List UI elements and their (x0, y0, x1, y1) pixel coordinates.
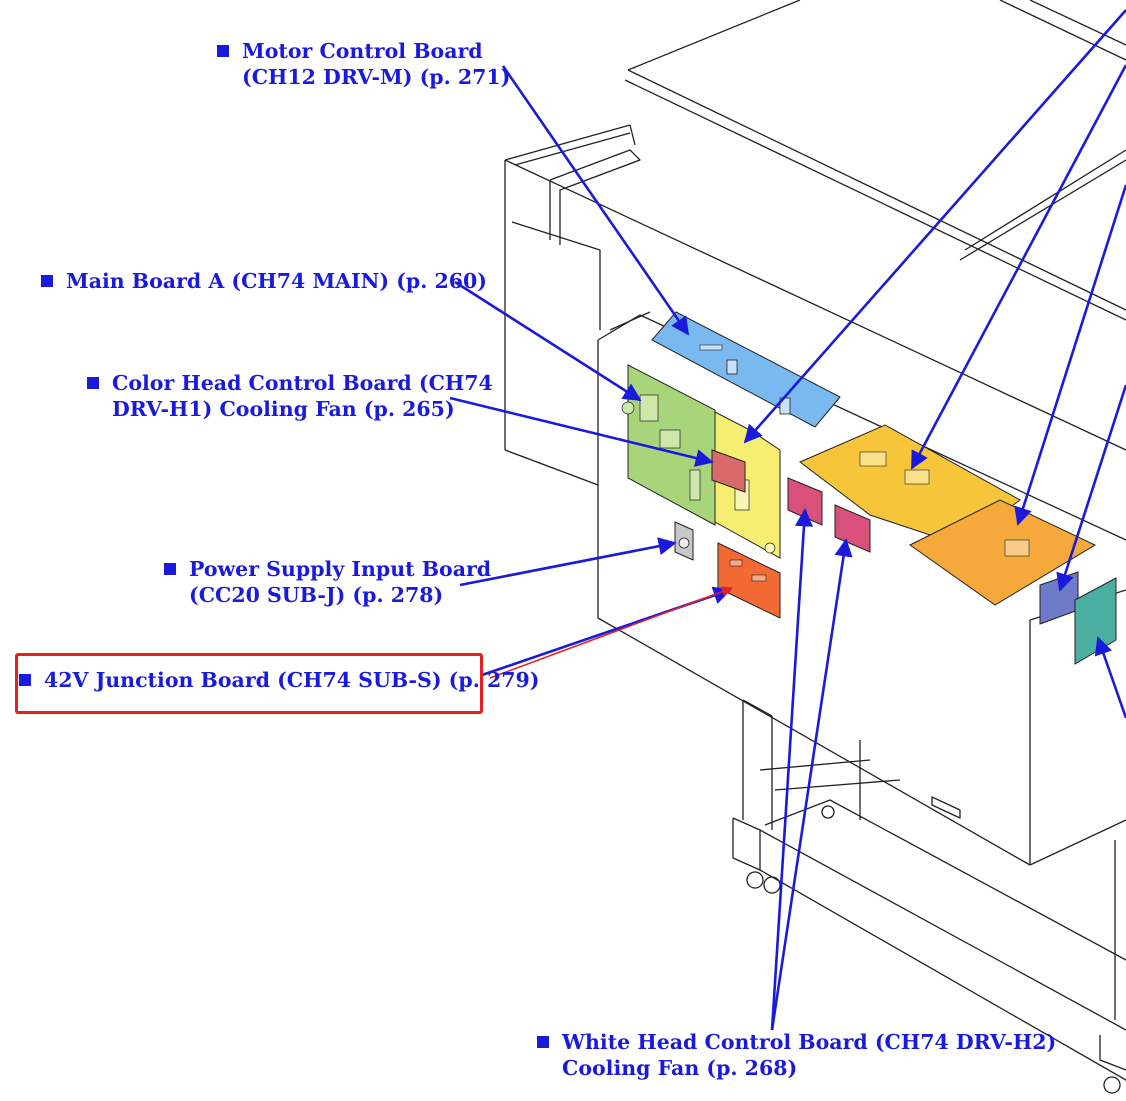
callout-line: White Head Control Board (CH74 DRV-H2) (562, 1030, 1057, 1054)
blue-module-part (1039, 571, 1079, 625)
callout-line: Color Head Control Board (CH74 (112, 371, 493, 395)
callout-white-head-cooling-fan[interactable]: White Head Control Board (CH74 DRV-H2) C… (537, 1029, 1056, 1081)
callout-line: Cooling Fan (p. 268) (562, 1056, 798, 1080)
main-board-a-part (621, 364, 716, 526)
bullet-square-icon (164, 563, 176, 575)
callout-power-supply-input-board[interactable]: Power Supply Input Board (CC20 SUB-J) (p… (164, 556, 491, 608)
callout-line: (CH12 DRV-M) (p. 271) (242, 65, 511, 89)
leader-lower-right (1094, 636, 1126, 719)
callout-motor-control-board[interactable]: Motor Control Board (CH12 DRV-M) (p. 271… (217, 38, 510, 90)
42v-junction-board-part (717, 542, 781, 619)
leader-power-supply (459, 537, 677, 587)
leader-lines (449, 9, 1126, 1031)
bullet-square-icon (537, 1036, 549, 1048)
callout-line: DRV-H1) Cooling Fan (p. 265) (112, 397, 455, 421)
leader-upper-3 (1014, 184, 1126, 526)
leader-white-head-fan-2 (770, 538, 853, 1031)
bullet-square-icon (19, 674, 31, 686)
leader-upper-4 (1056, 384, 1126, 592)
callout-main-board-a[interactable]: Main Board A (CH74 MAIN) (p. 260) (41, 268, 487, 294)
callout-color-head-cooling-fan[interactable]: Color Head Control Board (CH74 DRV-H1) C… (87, 370, 493, 422)
leader-white-head-fan-1 (770, 508, 814, 1031)
bullet-square-icon (41, 275, 53, 287)
callout-line: (CC20 SUB-J) (p. 278) (189, 583, 444, 607)
callout-line: Motor Control Board (242, 39, 483, 63)
callout-line: 42V Junction Board (CH74 SUB-S) (p. 279) (44, 668, 540, 692)
callout-42v-junction-board[interactable]: 42V Junction Board (CH74 SUB-S) (p. 279) (19, 667, 539, 693)
bullet-square-icon (87, 377, 99, 389)
leader-motor-control (501, 65, 690, 336)
callout-line: Power Supply Input Board (189, 557, 492, 581)
callout-line: Main Board A (CH74 MAIN) (p. 260) (66, 269, 488, 293)
white-head-control-board-part (799, 424, 1021, 546)
teal-board-part (1074, 577, 1117, 665)
printer-housing (504, 0, 1126, 1094)
highlight-box-42v-junction (15, 653, 483, 714)
motor-control-board-part (651, 311, 841, 428)
leader-junction-42v-red (489, 586, 734, 679)
power-supply-input-board-part (674, 521, 694, 561)
leader-color-head-fan (449, 396, 714, 467)
orange-board-part (909, 499, 1097, 606)
color-head-cooling-fan-part (711, 449, 746, 493)
leader-upper-2 (910, 64, 1126, 470)
leader-upper-1 (743, 9, 1126, 444)
leader-main-board-a (454, 280, 642, 402)
bullet-square-icon (217, 45, 229, 57)
